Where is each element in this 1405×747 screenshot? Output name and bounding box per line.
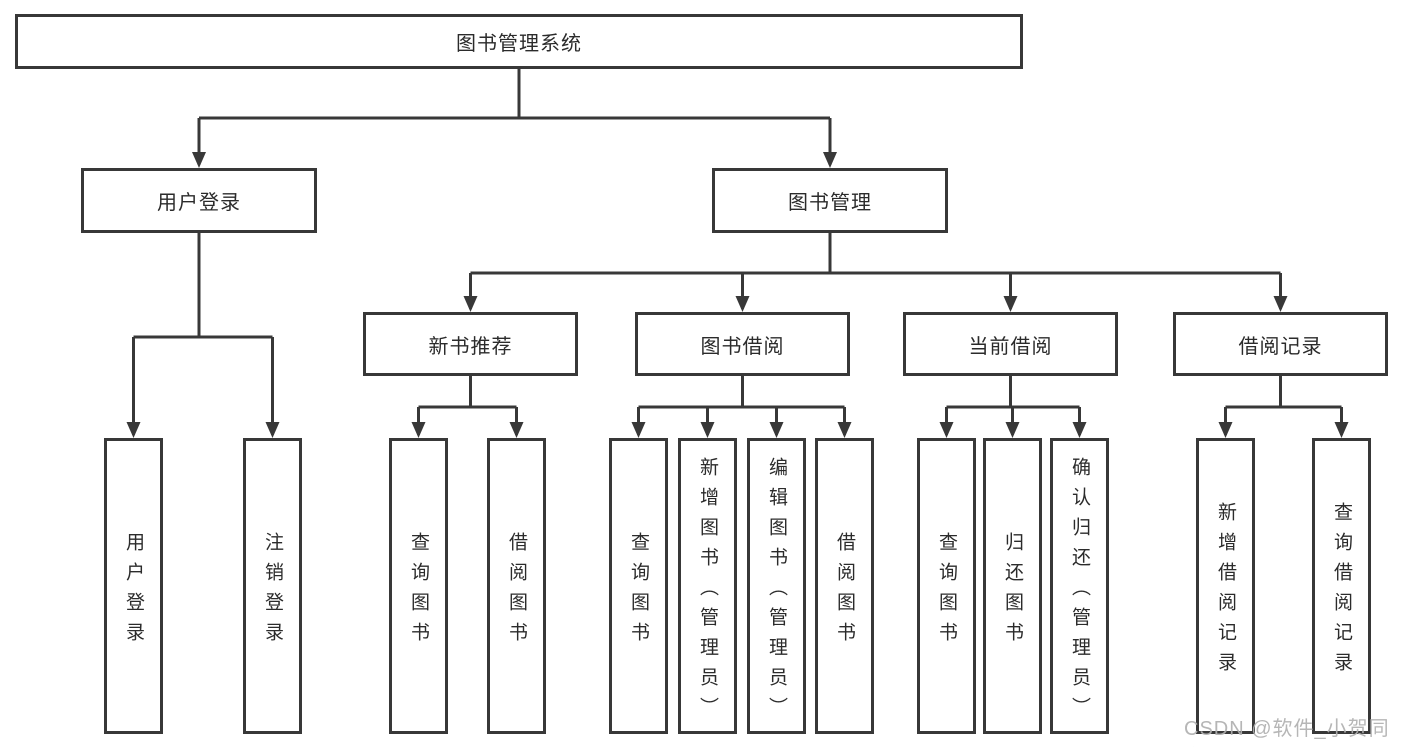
leaf-add-borrow-record: 新增借阅记录 — [1196, 438, 1255, 734]
leaf-label: 查询图书 — [408, 531, 429, 652]
leaf-label: 编辑图书（管理员） — [766, 456, 787, 727]
node-book-management: 图书管理 — [712, 168, 948, 233]
leaf-borrow-books-recommend: 借阅图书 — [487, 438, 546, 734]
leaf-query-books-recommend: 查询图书 — [389, 438, 448, 734]
leaf-label: 确认归还（管理员） — [1069, 456, 1090, 727]
leaf-label: 查询图书 — [628, 531, 649, 652]
leaf-confirm-return-admin: 确认归还（管理员） — [1050, 438, 1109, 734]
leaf-label: 注销登录 — [262, 531, 283, 652]
leaf-logout: 注销登录 — [243, 438, 302, 734]
node-label: 用户登录 — [157, 192, 241, 214]
node-new-book-recommend: 新书推荐 — [363, 312, 578, 376]
node-label: 新书推荐 — [428, 335, 513, 358]
leaf-query-books-borrow: 查询图书 — [609, 438, 668, 734]
leaf-user-login: 用户登录 — [104, 438, 163, 734]
leaf-add-books-admin: 新增图书（管理员） — [678, 438, 737, 734]
node-book-borrow: 图书借阅 — [635, 312, 850, 376]
leaf-edit-books-admin: 编辑图书（管理员） — [747, 438, 806, 734]
node-library-system: 图书管理系统 — [15, 14, 1023, 69]
node-user-login: 用户登录 — [81, 168, 317, 233]
csdn-watermark: CSDN @软件_小贺同学 — [1184, 718, 1390, 740]
leaf-label: 新增借阅记录 — [1215, 501, 1236, 682]
leaf-query-books-current: 查询图书 — [917, 438, 976, 734]
leaf-label: 归还图书 — [1002, 531, 1023, 652]
leaf-label: 新增图书（管理员） — [697, 456, 718, 727]
leaf-return-books: 归还图书 — [983, 438, 1042, 734]
leaf-borrow-books: 借阅图书 — [815, 438, 874, 734]
node-label: 借阅记录 — [1238, 335, 1323, 358]
leaf-label: 用户登录 — [123, 531, 144, 652]
node-current-borrow: 当前借阅 — [903, 312, 1118, 376]
leaf-label: 借阅图书 — [506, 531, 527, 652]
leaf-label: 借阅图书 — [834, 531, 855, 652]
leaf-query-borrow-record: 查询借阅记录 — [1312, 438, 1371, 734]
node-label: 图书管理系统 — [456, 33, 582, 55]
leaf-label: 查询借阅记录 — [1331, 501, 1352, 682]
node-label: 当前借阅 — [968, 335, 1053, 358]
node-label: 图书管理 — [788, 192, 872, 214]
node-borrow-records: 借阅记录 — [1173, 312, 1388, 376]
leaf-label: 查询图书 — [936, 531, 957, 652]
node-label: 图书借阅 — [700, 335, 785, 358]
